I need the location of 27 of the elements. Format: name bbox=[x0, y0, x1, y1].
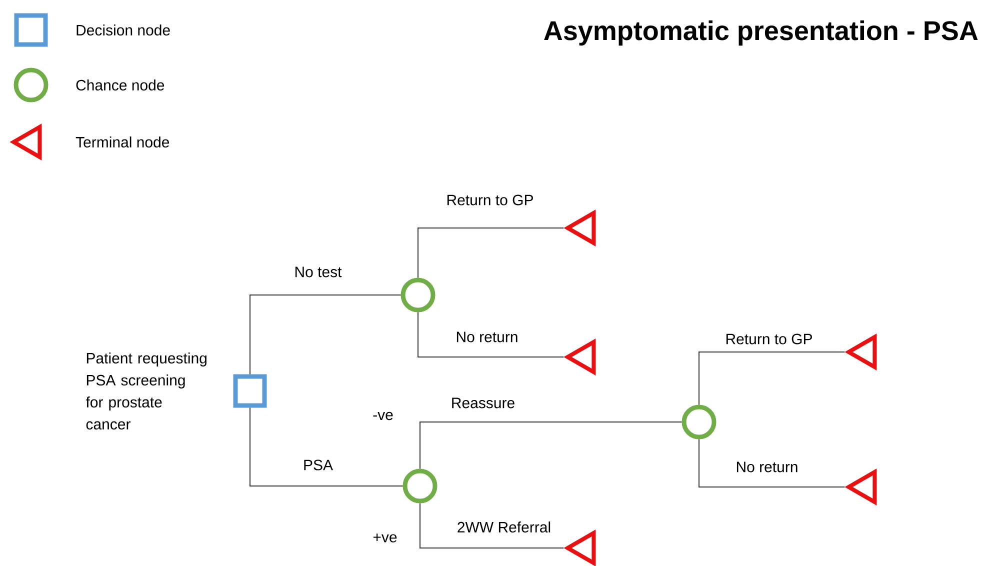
edge-label: Reassure bbox=[450, 396, 516, 410]
branch-line bbox=[250, 407, 404, 486]
edge-label: No return bbox=[734, 460, 800, 474]
edge-label: 2WW Referral bbox=[456, 520, 552, 534]
branch-line bbox=[698, 352, 846, 406]
edge-label: No return bbox=[454, 330, 520, 344]
edge-label: PSA bbox=[302, 458, 334, 472]
branch-line bbox=[420, 502, 564, 548]
branch-line bbox=[698, 438, 846, 488]
decision-square bbox=[233, 374, 267, 408]
edge-label: Return to GP bbox=[445, 194, 535, 206]
edge-label: Return to GP bbox=[724, 332, 814, 346]
branch-label: -ve bbox=[372, 410, 394, 422]
branch-line bbox=[418, 228, 564, 278]
branch-label: +ve bbox=[372, 532, 398, 544]
chance-circle bbox=[400, 278, 436, 312]
chance-circle bbox=[402, 468, 438, 504]
branch-line bbox=[418, 312, 564, 358]
branch-line bbox=[420, 422, 682, 470]
legend-label: Decision node bbox=[76, 24, 170, 36]
branch-line bbox=[250, 294, 402, 375]
title: Asymptomatic presentation - PSA bbox=[544, 20, 978, 46]
node-caption: Patient requesting PSA screening for prostate cancer bbox=[86, 352, 206, 430]
edge-label: No test bbox=[293, 266, 343, 278]
chance-circle bbox=[682, 404, 716, 440]
legend-label: Chance node bbox=[76, 80, 164, 90]
legend-label: Terminal node bbox=[76, 136, 170, 148]
